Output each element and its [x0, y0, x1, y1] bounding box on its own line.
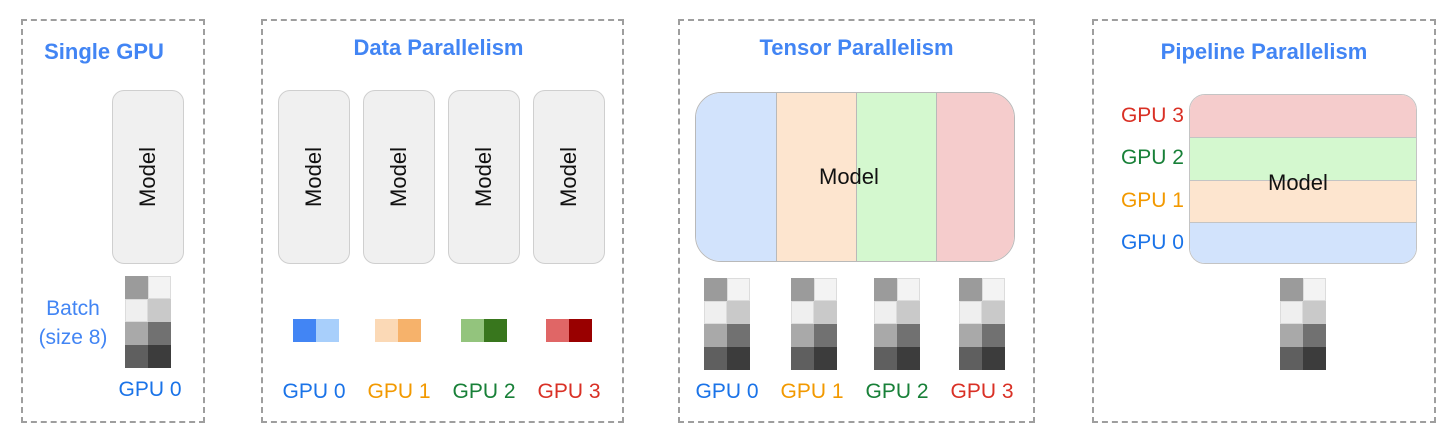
tp-model-label: Model — [819, 164, 879, 189]
dp-model-gpu3: Model — [533, 90, 605, 264]
batch-label-line1: Batch — [46, 297, 100, 320]
pp-stage-gpu3 — [1190, 95, 1416, 137]
dp-model-gpu0: Model — [278, 90, 350, 264]
dp-gpu2-label: GPU 2 — [452, 380, 516, 403]
data-parallelism-panel: Data Parallelism — [261, 19, 624, 423]
dp-gpu0-label: GPU 0 — [282, 380, 346, 403]
tp-shard-gpu0 — [696, 93, 776, 261]
single-gpu-model-label: Model — [135, 147, 160, 207]
dp-model-gpu1: Model — [363, 90, 435, 264]
single-gpu-batch — [125, 276, 171, 368]
tp-gpu1-label: GPU 1 — [780, 380, 844, 403]
tp-batch-gpu3 — [959, 278, 1005, 370]
tensor-parallelism-panel: Tensor Parallelism — [678, 19, 1035, 423]
pp-gpu0-label: GPU 0 — [1120, 231, 1184, 254]
tp-shard-gpu3 — [936, 93, 1014, 261]
tp-gpu0-label: GPU 0 — [695, 380, 759, 403]
single-gpu-label: GPU 0 — [118, 378, 182, 401]
tensor-parallelism-title: Tensor Parallelism — [759, 35, 954, 60]
tp-shard-gpu2 — [856, 93, 937, 261]
pp-batch — [1280, 278, 1326, 370]
tp-model: Model — [695, 92, 1015, 262]
dp-model-label: Model — [386, 147, 411, 207]
tp-batch-gpu1 — [791, 278, 837, 370]
single-gpu-title: Single GPU — [44, 39, 164, 64]
pp-stage-gpu0 — [1190, 222, 1416, 263]
pp-stage-gpu1 — [1190, 180, 1416, 223]
dp-model-label: Model — [301, 147, 326, 207]
pipeline-parallelism-title: Pipeline Parallelism — [1160, 39, 1368, 64]
tp-gpu2-label: GPU 2 — [865, 380, 929, 403]
tp-batch-gpu2 — [874, 278, 920, 370]
pp-gpu3-label: GPU 3 — [1120, 104, 1184, 127]
pp-gpu1-label: GPU 1 — [1120, 189, 1184, 212]
pipeline-parallelism-panel: Pipeline Parallelism — [1092, 19, 1436, 423]
pp-model-label: Model — [1268, 170, 1328, 195]
dp-model-gpu2: Model — [448, 90, 520, 264]
pp-stage-gpu2 — [1190, 137, 1416, 181]
dp-model-label: Model — [556, 147, 581, 207]
tp-gpu3-label: GPU 3 — [950, 380, 1014, 403]
pp-gpu2-label: GPU 2 — [1120, 146, 1184, 169]
tp-shard-gpu1 — [776, 93, 857, 261]
tp-batch-gpu0 — [704, 278, 750, 370]
single-gpu-batch-label: Batch (size 8) — [28, 294, 118, 352]
batch-label-line2: (size 8) — [38, 326, 108, 349]
pp-model: Model — [1189, 94, 1417, 264]
dp-gpu1-label: GPU 1 — [367, 380, 431, 403]
dp-model-label: Model — [471, 147, 496, 207]
dp-gpu3-label: GPU 3 — [537, 380, 601, 403]
data-parallelism-title: Data Parallelism — [353, 35, 524, 60]
single-gpu-model: Model — [112, 90, 184, 264]
single-gpu-panel: Single GPU — [21, 19, 205, 423]
